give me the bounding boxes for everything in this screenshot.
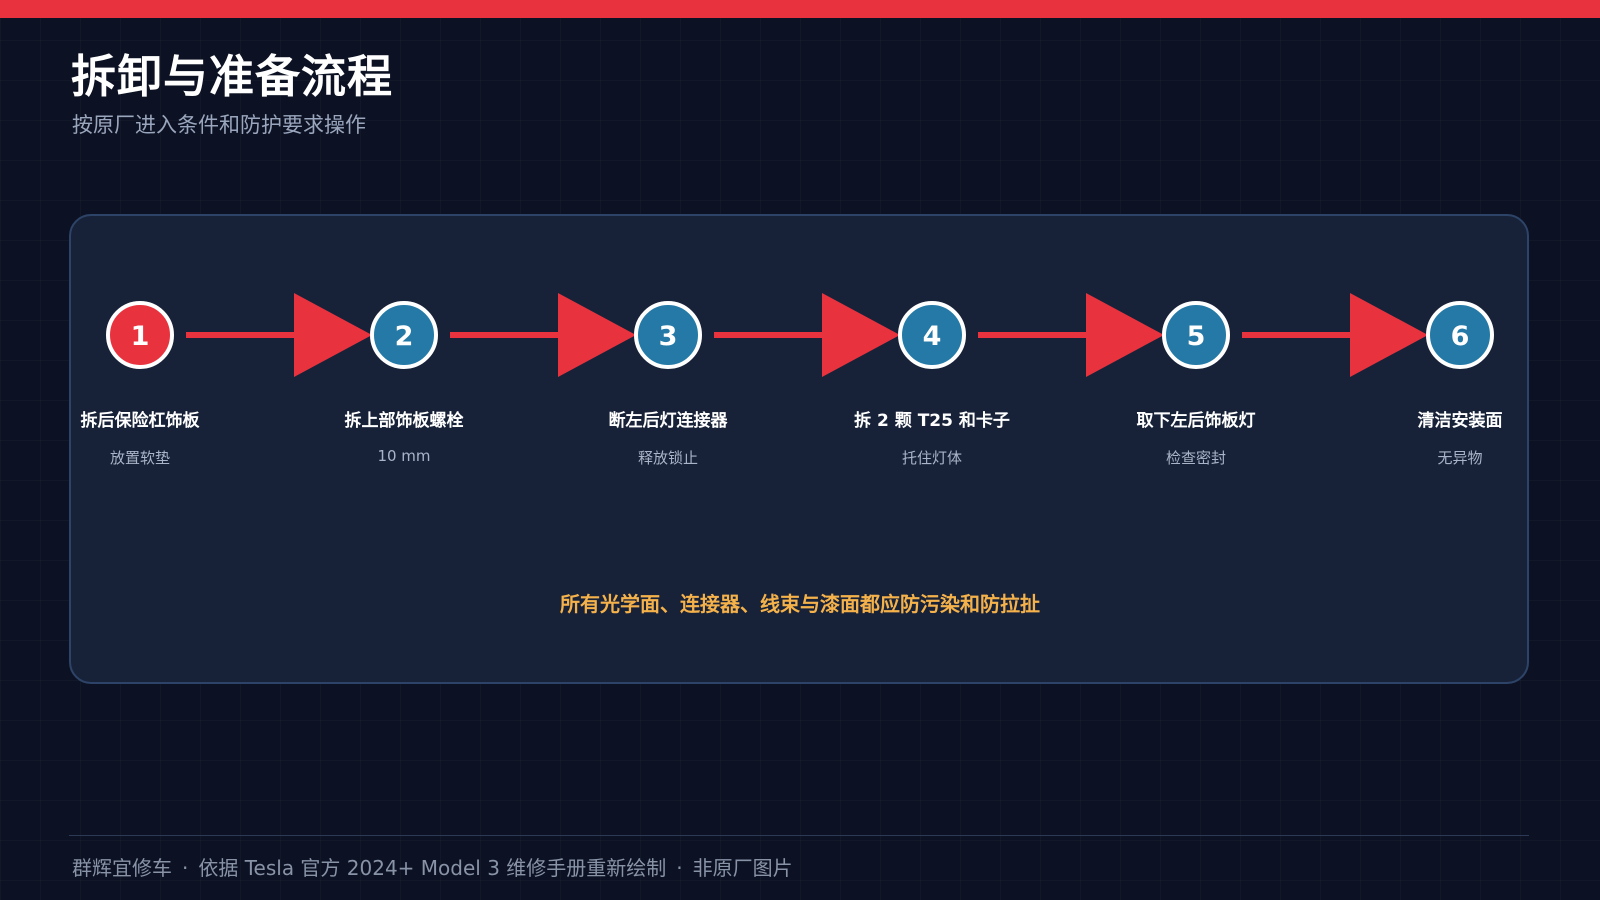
step-number: 3	[659, 321, 678, 352]
top-accent-bar	[0, 0, 1600, 18]
process-panel	[69, 214, 1529, 684]
step-label: 拆上部饰板螺栓	[344, 411, 464, 431]
page-title: 拆卸与准备流程	[71, 50, 394, 103]
flow-connector	[186, 293, 372, 377]
step-number: 5	[1187, 321, 1206, 352]
step-label: 清洁安装面	[1417, 411, 1503, 431]
step-text: 取下左后饰板灯检查密封	[1086, 406, 1306, 468]
flow-connector	[978, 293, 1164, 377]
flow-connector	[714, 293, 900, 377]
footer-brand: 群辉宜修车	[72, 856, 172, 880]
footer-divider	[69, 835, 1529, 836]
flow-connector	[1242, 293, 1428, 377]
footer-separator: ·	[676, 856, 683, 880]
step-text: 拆后保险杠饰板放置软垫	[30, 406, 250, 468]
step-note: 无异物	[1437, 449, 1483, 467]
step-node: 2	[370, 301, 438, 369]
step-node: 4	[898, 301, 966, 369]
step-circle	[106, 301, 174, 369]
warning-note: 所有光学面、连接器、线束与漆面都应防污染和防拉扯	[560, 592, 1040, 616]
footer-separator: ·	[182, 856, 189, 880]
step-number: 6	[1451, 321, 1470, 352]
arrow-head-icon	[1350, 293, 1428, 377]
arrow-head-icon	[1086, 293, 1164, 377]
step-node: 1	[106, 301, 174, 369]
flow-connector	[450, 293, 636, 377]
footer: 群辉宜修车 · 依据 Tesla 官方 2024+ Model 3 维修手册重新绘制…	[72, 852, 793, 881]
step-number: 2	[395, 321, 414, 352]
step-text: 断左后灯连接器释放锁止	[558, 406, 778, 468]
arrow-head-icon	[558, 293, 636, 377]
step-circle	[370, 301, 438, 369]
page-subtitle: 按原厂进入条件和防护要求操作	[72, 113, 366, 137]
step-note: 检查密封	[1165, 449, 1226, 467]
step-note: 放置软垫	[109, 449, 170, 467]
step-text: 拆上部饰板螺栓 10 mm	[294, 406, 514, 465]
step-note: 释放锁止	[637, 449, 698, 467]
footer-disclaimer: 非原厂图片	[692, 856, 793, 880]
step-circle	[1162, 301, 1230, 369]
step-number: 1	[131, 321, 150, 352]
step-note: 托住灯体	[901, 449, 962, 467]
step-node: 6	[1426, 301, 1494, 369]
step-text: 拆 2 颗 T25 和卡子托住灯体	[822, 406, 1042, 468]
step-node: 5	[1162, 301, 1230, 369]
step-circle	[898, 301, 966, 369]
step-circle	[1426, 301, 1494, 369]
step-text: 清洁安装面无异物	[1350, 406, 1570, 468]
step-node: 3	[634, 301, 702, 369]
arrow-head-icon	[822, 293, 900, 377]
step-label: 断左后灯连接器	[608, 411, 728, 431]
step-label: 拆后保险杠饰板	[80, 411, 200, 431]
step-number: 4	[923, 321, 942, 352]
step-circle	[634, 301, 702, 369]
arrow-head-icon	[294, 293, 372, 377]
step-label: 取下左后饰板灯	[1136, 411, 1256, 431]
footer-source: 依据 Tesla 官方 2024+ Model 3 维修手册重新绘制	[198, 856, 667, 880]
step-label: 拆 2 颗 T25 和卡子	[854, 411, 1010, 431]
step-note: 10 mm	[377, 447, 431, 465]
